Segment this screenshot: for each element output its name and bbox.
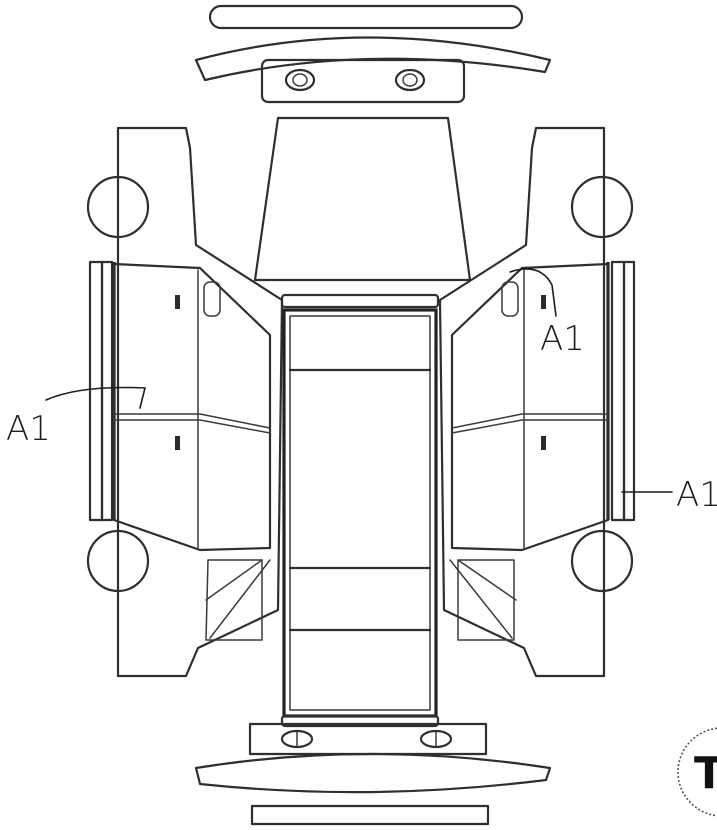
rear-right-taillight-icon <box>419 729 453 749</box>
front-left-door-handle-icon <box>175 295 180 309</box>
right-side-body <box>438 126 636 678</box>
front-grille <box>260 58 466 104</box>
windshield <box>253 116 472 282</box>
front-right-wheel <box>570 175 634 239</box>
rear-left-wheel <box>86 529 150 593</box>
annotation-right-side: A1 <box>621 475 717 515</box>
front-bumper-strip <box>208 4 524 30</box>
rear-right-wheel <box>570 529 634 593</box>
rear-license-area <box>248 722 488 756</box>
annotation-right-mirror: A1 <box>509 268 585 359</box>
rear-bumper <box>194 752 552 794</box>
rear-bumper-strip <box>250 804 490 826</box>
annotation-label-right-side: A1 <box>676 475 717 515</box>
rear-left-door-handle-icon <box>175 436 180 450</box>
hood-front-panel <box>194 36 552 82</box>
rear-right-door-handle-icon <box>541 436 546 450</box>
front-left-headlight-icon <box>284 68 316 92</box>
front-right-headlight-icon <box>394 68 426 92</box>
front-left-wheel <box>86 175 150 239</box>
annotation-left-door: A1 <box>6 386 147 449</box>
left-side-body <box>86 126 284 678</box>
annotation-label-right-mirror: A1 <box>540 319 585 359</box>
front-right-door-handle-icon <box>541 295 546 309</box>
right-mirror-icon <box>501 281 519 317</box>
roof-center <box>280 293 440 728</box>
type-badge: T <box>677 727 717 817</box>
badge-letter: T <box>694 748 717 799</box>
left-mirror-icon <box>203 281 221 317</box>
rear-left-taillight-icon <box>280 729 314 749</box>
annotation-label-left: A1 <box>6 409 51 449</box>
